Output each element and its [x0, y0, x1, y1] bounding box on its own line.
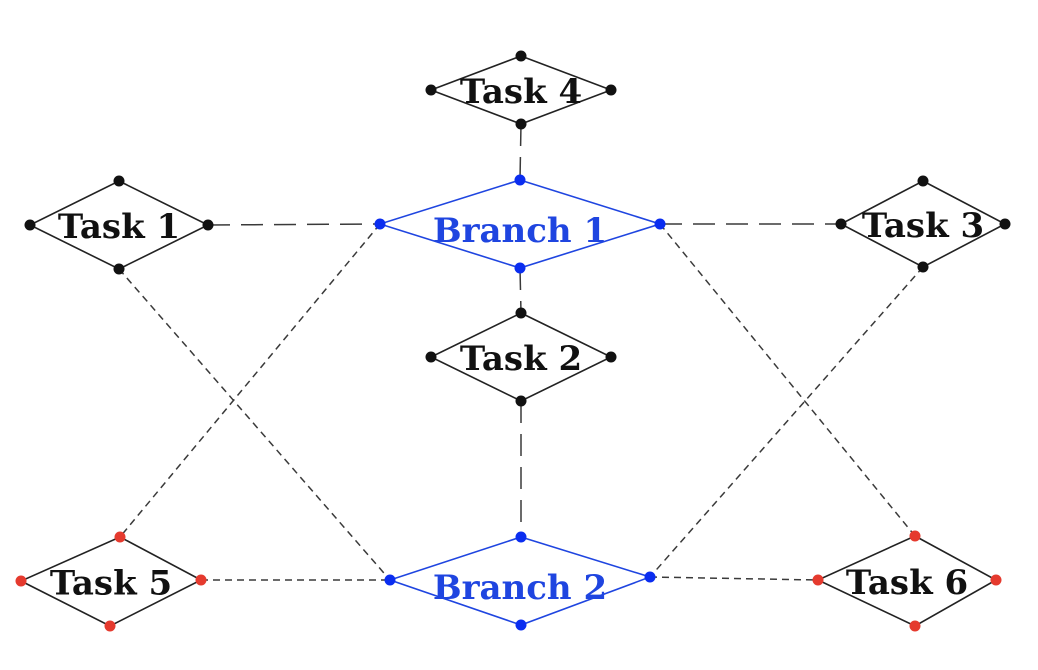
- edge-task1-branch1: [207, 223, 381, 226]
- anchor-dot-task1-right: [202, 219, 214, 231]
- anchor-dot-task2-bottom: [515, 395, 527, 407]
- anchor-dot-task2-top: [515, 307, 527, 319]
- node-label-task1: Task 1: [58, 207, 180, 247]
- edge-branch1-task6: [659, 223, 916, 537]
- edge-task1-branch2: [118, 268, 391, 581]
- node-label-task5: Task 5: [50, 564, 172, 604]
- anchor-dot-task5-left: [15, 575, 27, 587]
- anchor-dot-branch2-right: [644, 571, 656, 583]
- anchor-dot-task3-top: [917, 175, 929, 187]
- edges-layer: [118, 123, 924, 581]
- node-branch2: Branch 2: [384, 531, 656, 631]
- anchor-dot-task4-right: [605, 84, 617, 96]
- anchor-dot-task5-top: [114, 531, 126, 543]
- node-label-task2: Task 2: [460, 339, 582, 379]
- anchor-dot-task6-right: [990, 574, 1002, 586]
- anchor-dot-task4-top: [515, 50, 527, 62]
- anchor-dot-branch1-bottom: [514, 262, 526, 274]
- edge-branch1-task5: [119, 223, 381, 538]
- node-label-branch2: Branch 2: [433, 568, 607, 608]
- anchor-dot-branch2-left: [384, 574, 396, 586]
- node-branch1: Branch 1: [374, 174, 666, 274]
- anchor-dot-task5-right: [195, 574, 207, 586]
- anchor-dot-task3-right: [999, 218, 1011, 230]
- anchor-dot-task6-left: [812, 574, 824, 586]
- anchor-dot-task6-top: [909, 530, 921, 542]
- node-task5: Task 5: [15, 531, 207, 632]
- anchor-dot-branch1-top: [514, 174, 526, 186]
- node-label-task6: Task 6: [846, 563, 968, 603]
- anchor-dot-task3-bottom: [917, 261, 929, 273]
- edge-branch2-task6: [649, 576, 819, 581]
- anchor-dot-task1-bottom: [113, 263, 125, 275]
- anchor-dot-branch2-bottom: [515, 619, 527, 631]
- edge-task4-branch1: [519, 123, 522, 181]
- anchor-dot-branch1-left: [374, 218, 386, 230]
- anchor-dot-task2-right: [605, 351, 617, 363]
- node-task4: Task 4: [425, 50, 617, 130]
- anchor-dot-task1-left: [24, 219, 36, 231]
- node-label-branch1: Branch 1: [433, 211, 607, 251]
- anchor-dot-task2-left: [425, 351, 437, 363]
- anchor-dot-task3-left: [835, 218, 847, 230]
- edge-task3-branch2: [649, 266, 924, 578]
- anchor-dot-branch2-top: [515, 531, 527, 543]
- anchor-dot-branch1-right: [654, 218, 666, 230]
- anchor-dot-task5-bottom: [104, 620, 116, 632]
- node-task1: Task 1: [24, 175, 214, 275]
- anchor-dot-task6-bottom: [909, 620, 921, 632]
- node-label-task3: Task 3: [862, 206, 984, 246]
- node-label-task4: Task 4: [460, 72, 582, 112]
- node-task6: Task 6: [812, 530, 1002, 632]
- nodes-layer: Task 4 Task 1 Branch 1 Task 3 Task 2 Task 5 Br…: [15, 50, 1011, 632]
- anchor-dot-task4-bottom: [515, 118, 527, 130]
- node-task2: Task 2: [425, 307, 617, 407]
- edge-branch1-task2: [519, 267, 522, 314]
- anchor-dot-task4-left: [425, 84, 437, 96]
- anchor-dot-task1-top: [113, 175, 125, 187]
- node-task3: Task 3: [835, 175, 1011, 273]
